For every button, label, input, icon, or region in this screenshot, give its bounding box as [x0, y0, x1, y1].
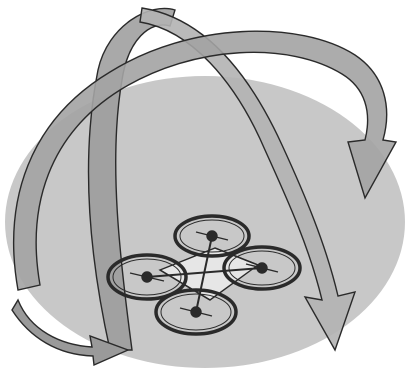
curved-arrow-icon: [139, 7, 357, 352]
curved-arrow-icon: [11, 298, 130, 367]
curved-arrow-icon: [12, 30, 398, 291]
drone-icon: [106, 214, 302, 336]
